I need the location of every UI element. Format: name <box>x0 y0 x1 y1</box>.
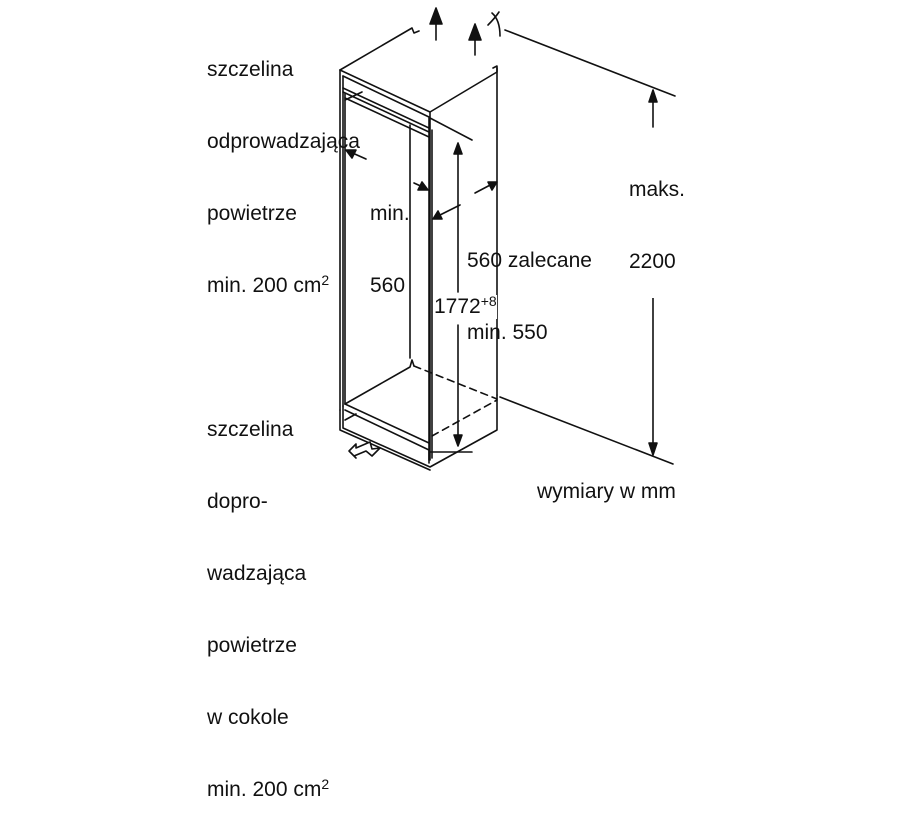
cabinet-installation-drawing <box>339 7 676 471</box>
arrowhead-left-icon <box>345 149 357 159</box>
label-line: w cokole <box>207 706 289 729</box>
arrowhead-left-icon <box>432 210 443 220</box>
air-out-arrow-icon <box>468 23 482 41</box>
air-out-arrow-icon <box>429 7 443 25</box>
air-inflow-arrow-icon <box>348 441 381 459</box>
label-line: powietrze <box>207 634 297 657</box>
arrowhead-right-icon <box>487 181 498 191</box>
label-line: szczelina <box>207 58 294 81</box>
label-line: min. 200 cm2 <box>207 272 330 297</box>
angle-symbol-icon <box>487 11 501 37</box>
label-line: dopro- <box>207 490 268 513</box>
label-line: szczelina <box>207 418 294 441</box>
niche-height-label: 1772+8 <box>434 293 497 319</box>
label-line: wadzająca <box>207 562 307 585</box>
label-line: powietrze <box>207 202 297 225</box>
cabinet-base <box>339 359 498 471</box>
cabinet-upper-crossbar <box>342 75 433 461</box>
intake-slot-label: szczelina dopro- wadzająca powietrze w c… <box>207 370 329 826</box>
arrowhead-down-icon <box>453 434 463 447</box>
arrowhead-down-icon <box>648 442 658 456</box>
arrowhead-up-icon <box>453 142 463 155</box>
inner-width-label: min. 560 <box>370 202 410 297</box>
label-line: min. 200 cm2 <box>207 776 330 801</box>
depth-label: 560 zalecane min. 550 <box>467 249 592 344</box>
units-note: wymiary w mm <box>537 480 676 503</box>
height-dimension-line <box>429 117 473 453</box>
max-height-label: maks. 2200 <box>629 130 686 298</box>
cabinet-front-left-post <box>339 69 346 411</box>
label-line: odprowadzająca <box>207 130 360 153</box>
air-outflow-arrows <box>429 7 482 56</box>
arrowhead-up-icon <box>648 89 658 103</box>
exhaust-slot-label: szczelina odprowadzająca powietrze min. … <box>207 10 360 322</box>
arrowhead-right-icon <box>417 181 429 191</box>
